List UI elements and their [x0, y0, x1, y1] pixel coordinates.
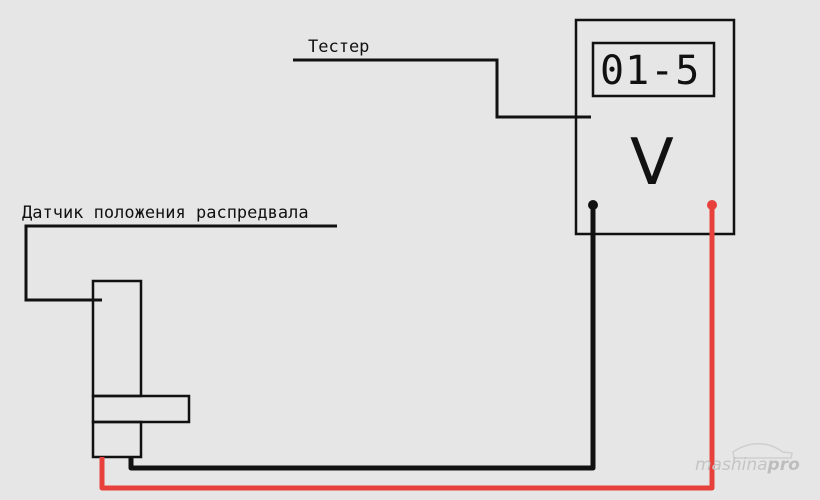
multimeter-body	[574, 18, 736, 236]
watermark-part1: mashina	[695, 455, 768, 475]
red-probe-terminal	[707, 200, 717, 210]
black-probe-terminal	[588, 200, 598, 210]
red-wire	[99, 205, 715, 491]
tester-label: Тестер	[308, 37, 369, 57]
sensor-body	[91, 279, 143, 398]
watermark: mashinapro	[695, 443, 800, 475]
multimeter-unit: V	[630, 126, 674, 200]
sensor-label: Датчик положения распредвала	[22, 203, 309, 223]
tester-leader-line	[293, 58, 591, 119]
car-silhouette-icon	[732, 443, 793, 459]
sensor-connector	[91, 420, 143, 459]
watermark-text: mashinapro	[695, 455, 800, 475]
watermark-part2: pro	[767, 455, 801, 475]
multimeter-display-value: 01-5	[600, 48, 700, 94]
black-wire	[128, 205, 596, 471]
sensor-leader-line	[24, 224, 337, 302]
sensor-flange	[91, 394, 191, 424]
multimeter-display	[591, 41, 716, 98]
